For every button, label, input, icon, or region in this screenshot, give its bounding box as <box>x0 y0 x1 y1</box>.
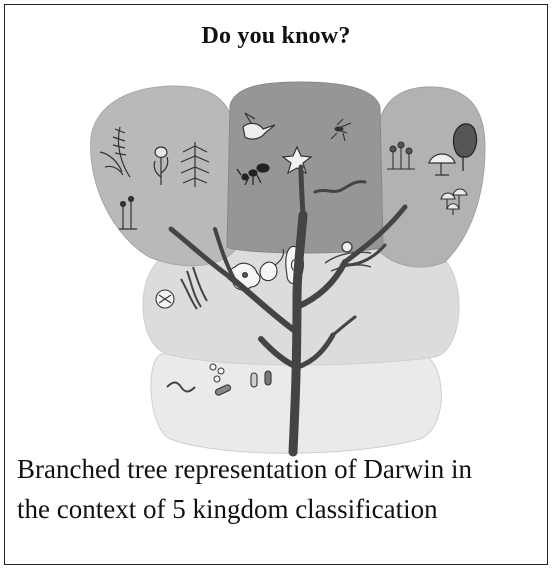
five-kingdom-tree-figure <box>75 67 495 457</box>
info-box: Do you know? <box>4 4 548 565</box>
box-title: Do you know? <box>5 23 547 50</box>
plantae-lobe <box>91 86 237 266</box>
diatom-icon <box>156 290 174 308</box>
fungi-lobe <box>375 87 485 267</box>
figure-caption: Branched tree representation of Darwin i… <box>17 449 542 529</box>
caption-line-1: Branched tree representation of Darwin i… <box>17 449 542 489</box>
caption-line-2: the context of 5 kingdom classification <box>17 489 542 529</box>
